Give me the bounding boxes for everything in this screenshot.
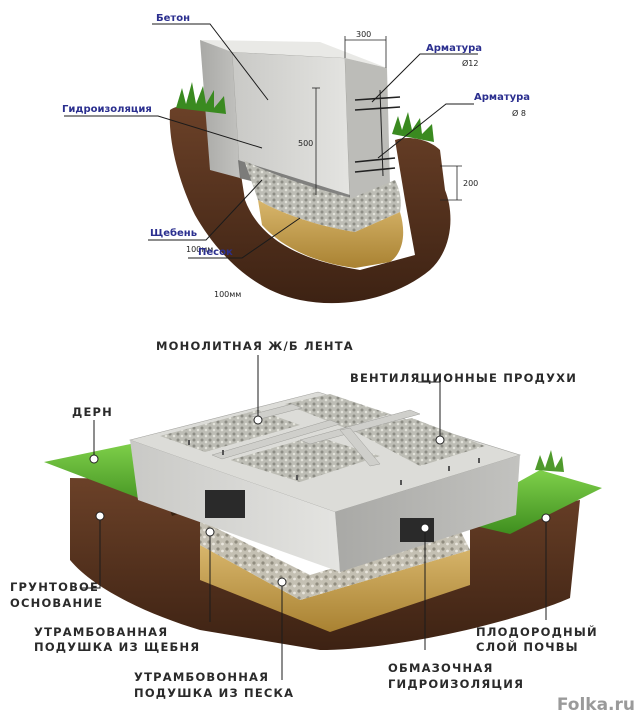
label-waterproofing: Гидроизоляция: [62, 104, 152, 115]
label-gravel-1: УТРАМБОВАННАЯ: [34, 625, 168, 639]
grid-foundation-section: МОНОЛИТНАЯ Ж/Б ЛЕНТА ВЕНТИЛЯЦИОННЫЕ ПРОД…: [10, 339, 602, 700]
grass-left: [176, 82, 226, 114]
concrete-wall-side: [345, 58, 390, 205]
leader-dots: [89, 415, 551, 587]
rebar: [354, 89, 401, 177]
label-rebar-12: Арматура: [426, 43, 482, 54]
vent-holes: [188, 440, 480, 485]
label-sand-2: ПОДУШКА ИЗ ПЕСКА: [134, 686, 294, 700]
label-monolithic: МОНОЛИТНАЯ Ж/Б ЛЕНТА: [156, 339, 354, 353]
dim-width: 300: [356, 30, 371, 39]
bottom-leaders: [80, 355, 547, 680]
cell-1: [160, 410, 300, 452]
dimension-lines: [312, 36, 462, 201]
label-soil-1: ПЛОДОРОДНЫЙ: [476, 624, 598, 639]
concrete-wall-top: [200, 40, 387, 68]
dim-step: 200: [463, 179, 478, 188]
sand-layer: [258, 200, 404, 268]
label-rebar-8-dia: Ø 8: [512, 108, 526, 118]
cell-4: [352, 418, 485, 466]
label-rebar-12-dia: Ø12: [462, 58, 478, 68]
watermark: Folka.ru: [556, 695, 635, 715]
label-coating-1: ОБМАЗОЧНАЯ: [388, 661, 494, 675]
grid-right-face: [335, 455, 520, 572]
gravel-layer: [244, 160, 401, 232]
label-sand: Песок: [198, 247, 233, 258]
cell-3: [230, 436, 380, 482]
label-ground-2: ОСНОВАНИЕ: [10, 596, 103, 610]
label-soil-2: СЛОЙ ПОЧВЫ: [476, 639, 579, 654]
label-gravel-2: ПОДУШКА ИЗ ЩЕБНЯ: [34, 640, 200, 654]
strip-foundation-section: 300 500 200 Бетон Гидроизоляция Арматура…: [62, 13, 530, 304]
grass-right: [392, 112, 434, 142]
soil-mass: [169, 105, 451, 304]
label-sand-1: УТРАМБОВОННАЯ: [134, 670, 269, 684]
cell-2: [285, 394, 390, 428]
label-vents: ВЕНТИЛЯЦИОННЫЕ ПРОДУХИ: [350, 371, 577, 385]
label-concrete: Бетон: [156, 13, 190, 24]
label-gravel-thk: 100мм: [186, 245, 213, 254]
grid-ribs: [211, 403, 421, 467]
dim-height: 500: [298, 139, 313, 148]
label-sand-thk: 100мм: [214, 290, 241, 299]
gravel-cushion: [200, 520, 470, 600]
top-leaders: [64, 23, 478, 259]
label-gravel: Щебень: [150, 227, 197, 239]
label-ground-1: ГРУНТОВОЕ: [10, 580, 99, 594]
label-coating-2: ГИДРОИЗОЛЯЦИЯ: [388, 677, 524, 691]
sand-cushion: [200, 545, 470, 632]
label-rebar-8: Арматура: [474, 92, 530, 103]
label-turf: ДЕРН: [72, 405, 113, 419]
grass-tuft-right: [535, 450, 564, 472]
